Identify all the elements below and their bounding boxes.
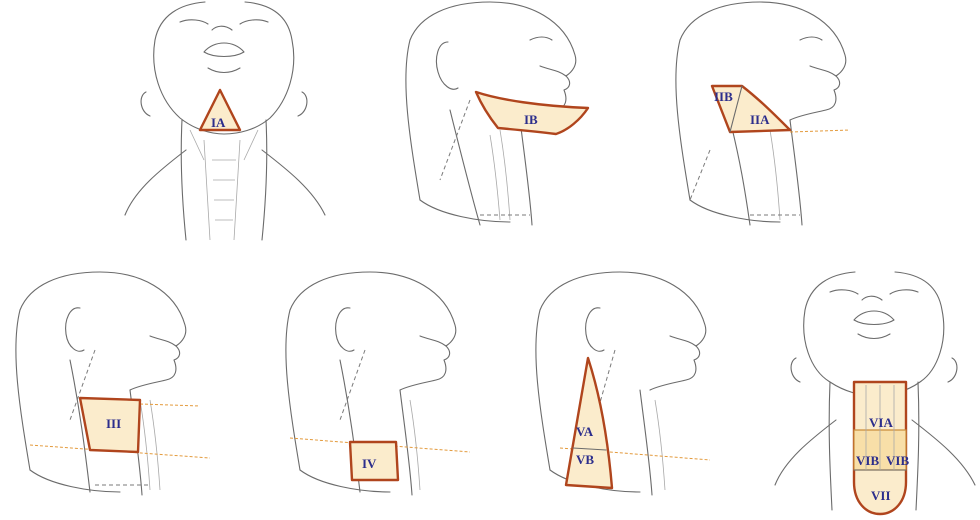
panel-level-ii: IIB IIA <box>650 0 880 250</box>
frontal-neck-sketch: VIA VIB VIB VII <box>770 270 980 520</box>
label-iib: IIB <box>714 89 733 104</box>
frontal-neck-sketch: IA <box>120 0 330 250</box>
label-via: VIA <box>869 415 893 430</box>
lateral-neck-sketch: VA VB <box>520 270 750 520</box>
panel-level-ib: IB <box>380 0 610 250</box>
label-iii: III <box>106 416 121 431</box>
label-vib-right: VIB <box>886 453 909 468</box>
lateral-neck-sketch: III <box>0 270 230 520</box>
panel-level-ia: IA <box>120 0 330 250</box>
panel-level-iv: IV <box>270 270 500 520</box>
label-ia: IA <box>211 115 226 130</box>
panel-level-iii: III <box>0 270 230 520</box>
lateral-neck-sketch: IV <box>270 270 500 520</box>
label-iia: IIA <box>750 112 770 127</box>
panel-level-v: VA VB <box>520 270 750 520</box>
label-iv: IV <box>362 456 377 471</box>
label-vib-left: VIB <box>856 453 879 468</box>
lateral-neck-sketch: IB <box>380 0 610 250</box>
label-vii: VII <box>871 488 891 503</box>
label-vb: VB <box>576 452 594 467</box>
label-va: VA <box>576 424 594 439</box>
lateral-neck-sketch: IIB IIA <box>650 0 880 250</box>
label-ib: IB <box>524 112 538 127</box>
panel-level-vi: VIA VIB VIB VII <box>770 270 980 520</box>
